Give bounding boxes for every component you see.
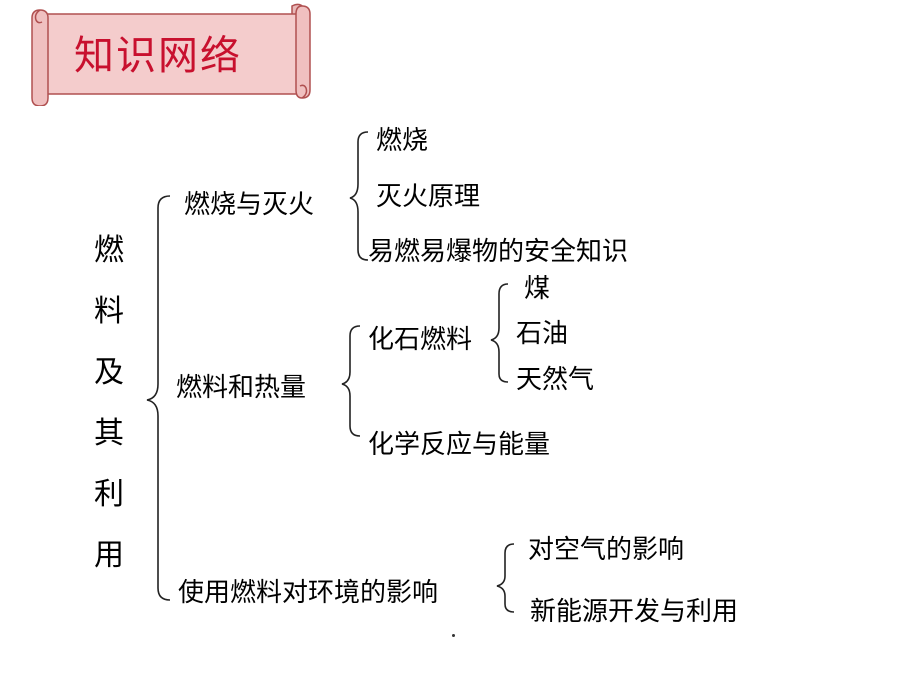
- leaf-new-energy: 新能源开发与利用: [530, 597, 739, 627]
- root-char: 料: [94, 294, 124, 329]
- banner-title: 知识网络: [74, 33, 242, 79]
- brace-b1: [349, 131, 369, 261]
- node-fossil-fuels: 化石燃料: [368, 325, 473, 355]
- leaf-chemical-reaction-energy: 化学反应与能量: [368, 430, 551, 460]
- root-char: 其: [94, 416, 124, 451]
- brace-b2: [341, 325, 361, 437]
- root-char: 及: [94, 355, 124, 390]
- root-char: 用: [94, 538, 124, 573]
- leaf-natural-gas: 天然气: [516, 365, 595, 395]
- root-char: 燃: [94, 233, 124, 268]
- leaf-extinguish-principle: 灭火原理: [376, 182, 481, 212]
- leaf-combustion: 燃烧: [376, 126, 429, 156]
- root-char: 利: [94, 477, 124, 512]
- brace-main: [146, 195, 171, 601]
- leaf-air-impact: 对空气的影响: [528, 535, 685, 565]
- scroll-banner: [31, 3, 311, 106]
- decorative-dot: [452, 634, 455, 637]
- leaf-coal: 煤: [524, 274, 551, 304]
- leaf-oil: 石油: [516, 319, 569, 349]
- branch-combustion: 燃烧与灭火: [184, 190, 315, 220]
- leaf-safety-knowledge: 易燃易爆物的安全知识: [368, 237, 629, 267]
- branch-fuel-heat: 燃料和热量: [176, 373, 307, 403]
- root-label: 燃 料 及 其 利 用: [92, 220, 126, 586]
- brace-b3: [496, 543, 515, 613]
- branch-environment: 使用燃料对环境的影响: [178, 578, 439, 608]
- brace-fossil: [490, 283, 509, 383]
